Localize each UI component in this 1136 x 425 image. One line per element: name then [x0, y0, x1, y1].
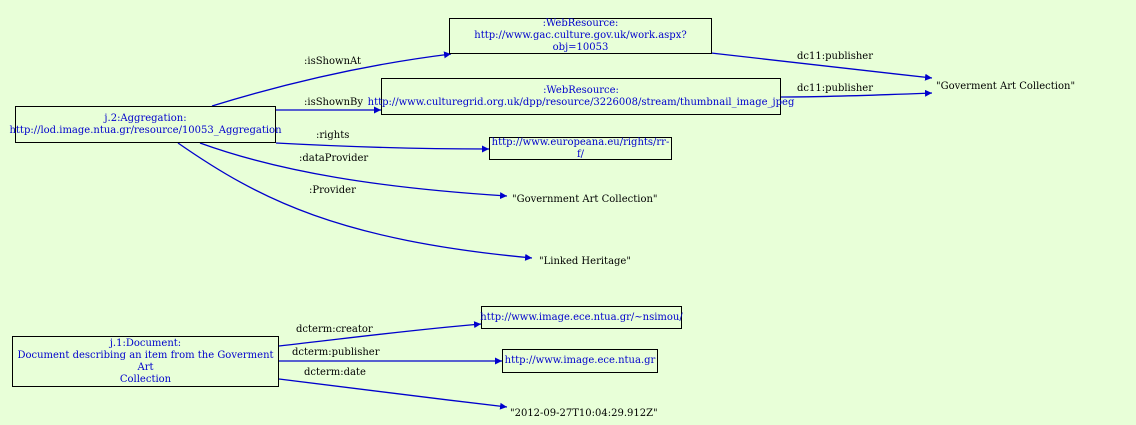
node-creator-uri[interactable]: http://www.image.ece.ntua.gr/~nsimou/	[480, 306, 683, 329]
edge-label-is-shown-by: :isShownBy	[304, 97, 364, 108]
node-rights-uri[interactable]: http://www.europeana.eu/rights/rr-f/	[489, 137, 672, 160]
node-aggregation[interactable]: j.2:Aggregation: http://lod.image.ntua.g…	[9, 106, 282, 143]
edge-label-rights: :rights	[316, 130, 350, 141]
node-document[interactable]: j.1:Document: Document describing an ite…	[12, 336, 279, 387]
node-webresource-culturegrid-uri: http://www.culturegrid.org.uk/dpp/resour…	[367, 96, 795, 108]
edge-publisher-2	[779, 89, 933, 98]
node-doc-publisher-uri-text: http://www.image.ece.ntua.gr	[504, 355, 656, 366]
edge-creator	[278, 321, 482, 347]
node-webresource-gac[interactable]: :WebResource: http://www.gac.culture.gov…	[449, 18, 712, 54]
edge-label-publisher-2: dc11:publisher	[797, 83, 874, 94]
edge-is-shown-at	[211, 51, 452, 107]
node-rights-uri-text: http://www.europeana.eu/rights/rr-f/	[491, 136, 670, 160]
literal-date: "2012-09-27T10:04:29.912Z"	[510, 408, 658, 419]
node-aggregation-uri: http://lod.image.ntua.gr/resource/10053_…	[9, 124, 282, 136]
node-creator-uri-text: http://www.image.ece.ntua.gr/~nsimou/	[480, 311, 683, 323]
node-webresource-culturegrid-type: :WebResource:	[543, 84, 619, 96]
edge-label-is-shown-at: :isShownAt	[304, 56, 362, 67]
node-document-desc-2: Collection	[119, 373, 172, 385]
edge-date	[278, 378, 508, 410]
edge-data-provider	[199, 142, 508, 200]
edge-label-provider: :Provider	[309, 185, 356, 196]
edge-label-publisher-1: dc11:publisher	[797, 51, 874, 62]
node-doc-publisher-uri[interactable]: http://www.image.ece.ntua.gr	[502, 349, 658, 373]
edge-label-creator: dcterm:creator	[296, 324, 373, 335]
literal-goverment-art-collection: "Goverment Art Collection"	[936, 81, 1076, 92]
edge-rights	[275, 142, 490, 153]
edge-label-data-provider: :dataProvider	[299, 153, 369, 164]
node-webresource-gac-type: :WebResource:	[542, 18, 619, 29]
edge-provider	[177, 142, 533, 261]
edge-label-dcterm-publisher: dcterm:publisher	[292, 347, 380, 358]
node-document-type: j.1:Document:	[109, 337, 182, 349]
literal-linked-heritage: "Linked Heritage"	[539, 256, 631, 267]
node-aggregation-type: j.2:Aggregation:	[104, 112, 187, 124]
node-document-desc-1: Document describing an item from the Gov…	[17, 349, 274, 373]
literal-government-art-collection: "Government Art Collection"	[512, 194, 658, 205]
node-webresource-gac-uri: http://www.gac.culture.gov.uk/work.aspx?…	[474, 30, 687, 53]
edge-label-date: dcterm:date	[304, 367, 366, 378]
edge-publisher-1	[710, 52, 933, 81]
node-webresource-culturegrid[interactable]: :WebResource: http://www.culturegrid.org…	[368, 78, 794, 115]
